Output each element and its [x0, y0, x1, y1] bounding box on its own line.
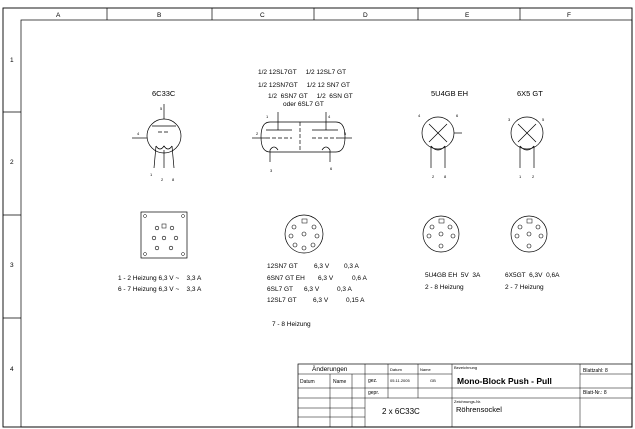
pin-label-12sl7-3: 3	[270, 168, 273, 173]
spec-volt: 6,3 V	[314, 263, 330, 270]
spec-volt: 6,3 V	[318, 275, 334, 282]
socket-octal-6x5gt	[510, 215, 548, 253]
pin-label-6c33c-1: 1	[150, 172, 153, 177]
title-block-gez: gez.	[368, 378, 377, 384]
title-block-datum-col: Datum	[300, 379, 315, 385]
tube-6c33c-label: 6C33C	[152, 89, 176, 98]
pin-label-6c33c-4: 4	[137, 131, 140, 136]
title-block-name-value: GB	[430, 378, 436, 383]
spec-heater-78: 7 - 8 Heizung	[272, 321, 311, 328]
tube-12sl7-label-line3: 1/2 6SN7 GT 1/2 6SN GT	[268, 93, 353, 100]
tube-5u4gb-symbol: 5U4GB EH 4 6 2 8	[418, 89, 468, 179]
pin-label-12sl7-4: 4	[328, 114, 331, 119]
title-block-bezeichnung-label: Bezeichnung	[454, 365, 477, 370]
title-block-qty: 2 x 6C33C	[382, 407, 420, 416]
spec-amp: 0,6 A	[352, 275, 367, 282]
row-label-2: 2	[10, 159, 14, 166]
title-block-gepr: gepr.	[368, 390, 379, 396]
pin-label-12sl7-1: 1	[266, 114, 269, 119]
tube-6c33c-symbol: 6C33C 4 5 1 2 8	[132, 89, 182, 182]
tube-5u4gb-label: 5U4GB EH	[431, 89, 468, 98]
tube-12sl7-label-line4: oder 6SL7 GT	[283, 101, 324, 108]
pin-label-6x5gt-3: 3	[508, 117, 511, 122]
spec-line: 6 - 7 Heizung 6,3 V ~ 3,3 A	[118, 286, 202, 293]
pin-label-5u4gb-6: 6	[456, 113, 459, 118]
title-block-title: Mono-Block Push - Pull	[457, 376, 552, 386]
spec-line: 6X5GT 6,3V 0,6A	[505, 272, 560, 279]
spec-amp: 0,15 A	[346, 297, 365, 304]
tube-12sl7-symbol: 1/2 12SL7GT 1/2 12SL7 GT 1/2 12SN7GT 1/2…	[252, 69, 353, 173]
pin-label-12sl7-5: 5	[344, 131, 347, 136]
specs-12sn7: 12SN7 GT 6,3 V 0,3 A 6SN7 GT EH 6,3 V 0,…	[267, 263, 367, 328]
column-label-b: B	[157, 12, 161, 19]
pin-label-6x5gt-1: 1	[519, 174, 522, 179]
spec-amp: 0,3 A	[344, 263, 359, 270]
spec-name: 12SL7 GT	[267, 297, 297, 304]
column-label-a: A	[56, 12, 61, 19]
spec-name: 12SN7 GT	[267, 263, 298, 270]
socket-6c33c	[140, 211, 188, 259]
socket-octal-12sn7	[284, 214, 324, 254]
pin-label-6x5gt-2: 2	[532, 174, 535, 179]
column-label-f: F	[567, 12, 571, 19]
spec-line: 1 - 2 Heizung 6,3 V ~ 3,3 A	[118, 275, 202, 282]
pin-label-5u4gb-4: 4	[418, 113, 421, 118]
pin-label-12sl7-6: 6	[330, 166, 333, 171]
tube-6x5gt-label: 6X5 GT	[517, 89, 543, 98]
specs-6c33c: 1 - 2 Heizung 6,3 V ~ 3,3 A 6 - 7 Heizun…	[118, 275, 202, 293]
title-block-name-col: Name	[333, 379, 347, 385]
column-label-d: D	[363, 12, 368, 19]
row-label-4: 4	[10, 366, 14, 373]
title-block-aenderungen: Änderungen	[312, 365, 348, 373]
tube-6x5gt-symbol: 6X5 GT 3 5 1 2	[508, 89, 545, 179]
spec-name: 6SN7 GT EH	[267, 275, 305, 282]
spec-volt: 6,3 V	[313, 297, 329, 304]
spec-line: 5U4GB EH 5V 3A	[425, 272, 481, 279]
socket-octal-5u4gb	[422, 215, 460, 253]
row-label-3: 3	[10, 262, 14, 269]
title-block-name-label: Name	[420, 367, 431, 372]
title-block	[297, 363, 633, 428]
pin-label-12sl7-2: 2	[256, 131, 259, 136]
spec-name: 6SL7 GT	[267, 286, 293, 293]
title-block-blattzahl: Blattzahl: 8	[583, 368, 608, 374]
title-block-blatt-nr: Blatt-Nr.: 8	[583, 390, 607, 396]
pin-label-6c33c-5: 5	[160, 106, 163, 111]
title-block-subject: Röhrensockel	[456, 405, 502, 414]
pin-label-6x5gt-5: 5	[542, 117, 545, 122]
column-label-c: C	[260, 12, 265, 19]
pin-label-5u4gb-8: 8	[444, 174, 447, 179]
spec-line: 2 - 7 Heizung	[505, 284, 544, 291]
tube-12sl7-label-line2: 1/2 12SN7GT 1/2 12 SN7 GT	[258, 82, 350, 89]
pin-label-6c33c-8: 8	[172, 177, 175, 182]
specs-5u4gb: 5U4GB EH 5V 3A 2 - 8 Heizung	[425, 272, 481, 291]
column-label-e: E	[465, 12, 470, 19]
title-block-date-value: 05.11.2005	[390, 378, 410, 383]
spec-amp: 0,3 A	[337, 286, 352, 293]
spec-line: 2 - 8 Heizung	[425, 284, 464, 291]
title-block-zeichnung-nr: Zeichnungs-Nr.	[454, 399, 481, 404]
pin-label-6c33c-2: 2	[161, 177, 164, 182]
tube-12sl7-label-line1: 1/2 12SL7GT 1/2 12SL7 GT	[258, 69, 346, 76]
pin-label-5u4gb-2: 2	[432, 174, 435, 179]
row-label-1: 1	[10, 57, 14, 64]
spec-volt: 6,3 V	[304, 286, 320, 293]
specs-6x5gt: 6X5GT 6,3V 0,6A 2 - 7 Heizung	[505, 272, 560, 291]
title-block-datum-label: Datum	[390, 367, 402, 372]
